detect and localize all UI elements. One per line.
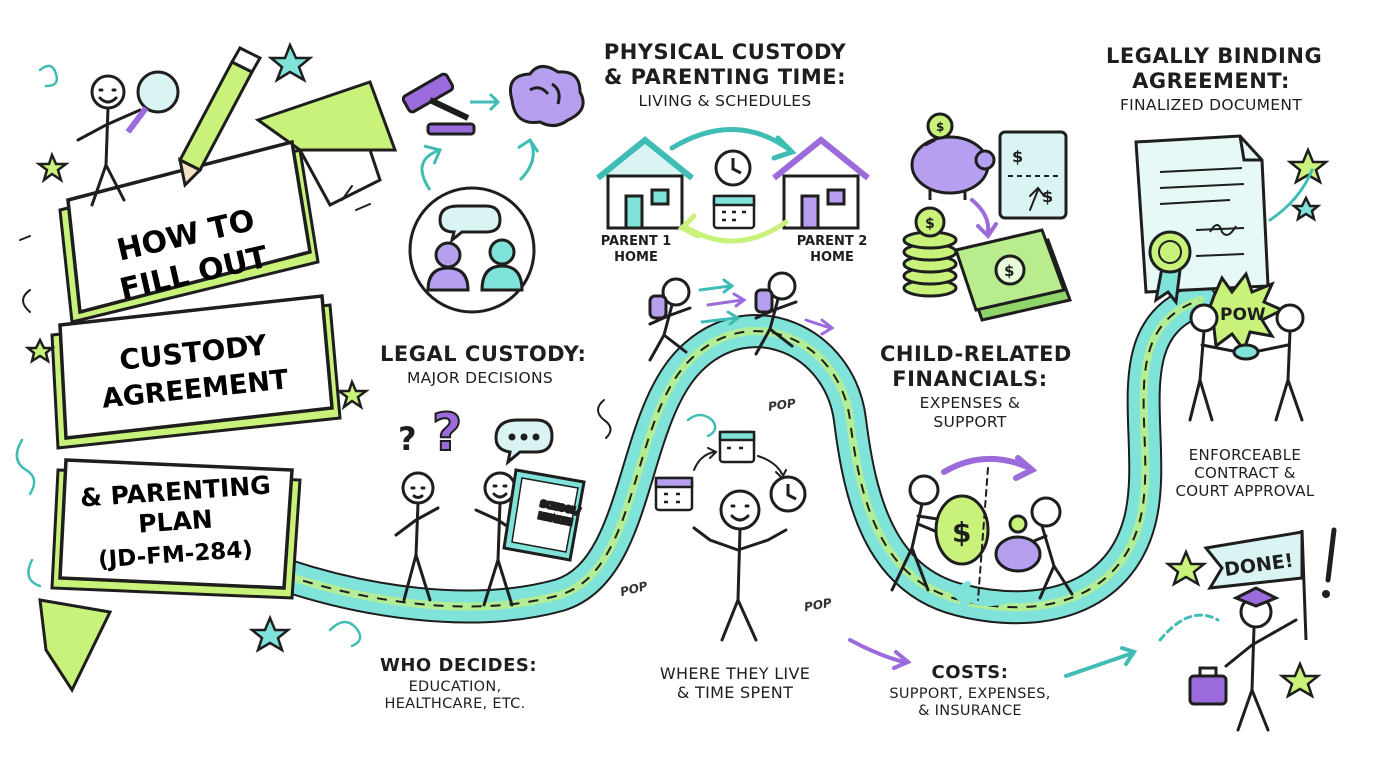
financials-heading-1: CHILD-RELATED — [880, 342, 1072, 366]
parent-1-home-label: PARENT 1 HOME — [596, 234, 676, 267]
calendar-icon-small — [654, 430, 756, 512]
magnifier-icon — [125, 70, 180, 134]
banner-line-6: PLAN — [137, 504, 213, 538]
svg-text:$: $ — [1004, 262, 1014, 280]
house-icon — [596, 136, 694, 230]
cycle-arrows — [693, 447, 787, 480]
enforceable-line-1: ENFORCEABLE — [1188, 446, 1302, 464]
winding-road — [268, 283, 1217, 625]
parent-2-home: HOME — [810, 250, 854, 266]
house-icon-parent-2 — [772, 136, 870, 230]
enforceable-line-3: COURT APPROVAL — [1175, 482, 1315, 500]
seal-icon — [1148, 230, 1192, 306]
calendar-icon — [712, 194, 756, 230]
split-arrows — [941, 455, 1038, 607]
coins-icon: $ — [902, 206, 958, 298]
document-icon — [1134, 134, 1270, 294]
stick-figure-parent-1 — [394, 471, 440, 602]
financials-heading-2: FINANCIALS: — [892, 367, 1048, 392]
physical-custody-heading-2: & PARENTING TIME: — [604, 65, 846, 90]
costs-label: COSTS: SUPPORT, EXPENSES, & INSURANCE — [880, 662, 1060, 720]
legal-custody-label: LEGAL CUSTODY: MAJOR DECISIONS — [380, 342, 587, 388]
physical-custody-heading-1: PHYSICAL CUSTODY — [603, 40, 847, 64]
briefcase-icon — [1188, 666, 1228, 706]
piggy-bank-icon-small — [994, 514, 1042, 573]
graduate-figure — [1224, 586, 1298, 732]
costs-line-2: SUPPORT, EXPENSES, — [889, 685, 1051, 702]
parent-2-home-label: PARENT 2 HOME — [792, 234, 872, 267]
legal-custody-sub: MAJOR DECISIONS — [406, 369, 554, 388]
svg-text:$: $ — [925, 216, 935, 232]
exclamation-icon — [1322, 527, 1337, 598]
pow-label: POW — [1220, 305, 1266, 325]
arrow-right-icon — [470, 92, 501, 112]
who-decides-heading: WHO DECIDES: — [380, 655, 538, 676]
stick-figure-receiver — [1020, 496, 1074, 600]
physical-custody-sub: LIVING & SCHEDULES — [638, 92, 812, 111]
stick-figure-runner-2 — [754, 271, 798, 356]
svg-text:?: ? — [398, 420, 417, 458]
clock-icon — [714, 149, 752, 187]
who-decides-line-3: HEALTHCARE, ETC. — [384, 695, 526, 712]
backpack-icon — [648, 294, 668, 320]
svg-text:$: $ — [936, 120, 944, 134]
parent-1-label: PARENT 1 — [600, 234, 672, 249]
legal-custody-heading: LEGAL CUSTODY: — [380, 342, 587, 366]
where-they-live-line-2: & TIME SPENT — [676, 683, 794, 703]
pow-burst: POW — [1193, 270, 1286, 354]
enforceable-line-2: CONTRACT & — [1194, 464, 1296, 482]
piggy-bank-icon: $ — [910, 112, 996, 200]
costs-heading: COSTS: — [931, 662, 1009, 683]
brain-icon — [509, 65, 585, 127]
binding-heading-2: AGREEMENT: — [1132, 69, 1290, 94]
svg-text:$: $ — [1042, 187, 1053, 206]
svg-text:$: $ — [952, 516, 971, 549]
binding-sub: FINALIZED DOCUMENT — [1119, 96, 1303, 115]
decor-swirls — [15, 64, 1314, 648]
parent-1-home: HOME — [614, 250, 658, 266]
motion-arrows — [698, 278, 835, 336]
parent-2-label: PARENT 2 — [796, 234, 868, 249]
check-icon: $ $ — [998, 130, 1068, 220]
flag-icon: DONE! — [1203, 529, 1308, 641]
stick-figure-runner-1 — [648, 277, 692, 362]
clock-icon-small — [769, 475, 807, 513]
dashed-arrow — [848, 613, 1220, 678]
financials-label: CHILD-RELATED FINANCIALS: EXPENSES & SUP… — [880, 342, 1072, 432]
who-decides-line-2: EDUCATION, — [408, 678, 502, 695]
money-arrow — [970, 186, 1045, 240]
financials-sub-1: EXPENSES & — [919, 394, 1021, 413]
stick-figure-child — [692, 489, 788, 642]
where-they-live-line-1: WHERE THEY LIVE — [659, 664, 811, 683]
where-they-live-label: WHERE THEY LIVE & TIME SPENT — [630, 662, 840, 702]
speech-bubble-icon — [494, 418, 554, 466]
binding-agreement-label: LEGALLY BINDING AGREEMENT: FINALIZED DOC… — [1106, 44, 1323, 115]
svg-text:?: ? — [432, 403, 462, 463]
question-mark-icon: ? ? — [398, 402, 463, 464]
book-icon: SCHOOL/ HEALTH — [502, 468, 586, 562]
exchange-arrows — [669, 127, 797, 244]
financials-sub-2: SUPPORT — [933, 412, 1007, 431]
decision-circle — [408, 137, 540, 314]
gavel-icon — [401, 72, 476, 136]
who-decides-label: WHO DECIDES: EDUCATION, HEALTHCARE, ETC. — [380, 655, 538, 713]
graduation-cap-icon — [1232, 586, 1280, 608]
cash-stack-icon: $ — [954, 228, 1072, 322]
title-banner: HOW TO FILL OUT CUSTODY AGREEMENT & PARE… — [38, 80, 398, 694]
costs-line-3: & INSURANCE — [918, 702, 1022, 719]
pencil-icon — [177, 46, 263, 189]
physical-custody-label: PHYSICAL CUSTODY & PARENTING TIME: LIVIN… — [590, 40, 860, 111]
handshake-icon — [1188, 303, 1305, 422]
stick-figure-payer — [890, 474, 946, 592]
svg-text:$: $ — [1012, 147, 1023, 166]
stick-figure-searcher — [76, 74, 142, 207]
star-icon — [24, 41, 1330, 699]
binding-heading-1: LEGALLY BINDING — [1106, 44, 1323, 68]
big-coin-icon: $ — [934, 494, 990, 566]
enforceable-label: ENFORCEABLE CONTRACT & COURT APPROVAL — [1160, 444, 1330, 500]
